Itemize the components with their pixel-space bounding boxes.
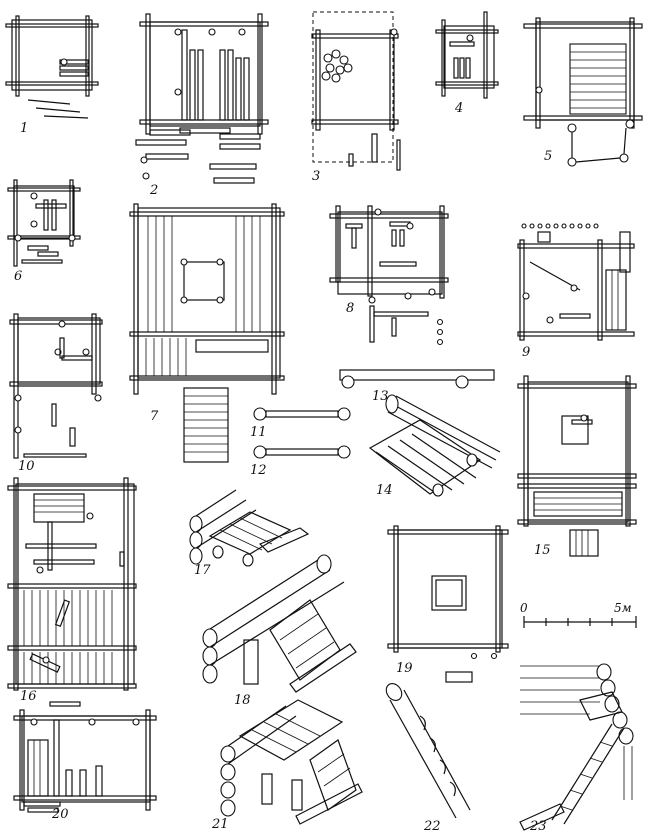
figure-22-ladder-log bbox=[385, 683, 471, 819]
figure-label-21: 21 bbox=[211, 817, 229, 832]
figure-1-plan bbox=[5, 15, 99, 119]
figure-label-7: 7 bbox=[150, 409, 159, 424]
figure-labels: 1 2 3 4 5 6 7 8 9 10 11 12 13 14 15 16 1… bbox=[14, 101, 552, 834]
figure-label-3: 3 bbox=[312, 169, 320, 184]
figure-17-perspective bbox=[189, 489, 310, 567]
figure-14-perspective bbox=[368, 394, 501, 497]
figure-label-10: 10 bbox=[18, 459, 35, 474]
scale-start-label: 0 bbox=[520, 601, 528, 615]
figure-18-perspective bbox=[202, 554, 357, 693]
figure-label-22: 22 bbox=[423, 819, 441, 834]
figure-10-plan bbox=[9, 313, 103, 459]
figure-label-16: 16 bbox=[20, 689, 37, 704]
figure-6-plan bbox=[7, 179, 81, 267]
figure-label-6: 6 bbox=[14, 269, 22, 284]
figure-label-14: 14 bbox=[376, 483, 393, 498]
figure-16-plan bbox=[7, 477, 137, 691]
figure-label-13: 13 bbox=[372, 389, 389, 404]
figure-label-20: 20 bbox=[51, 807, 69, 822]
scale-end-label: 5м bbox=[614, 601, 632, 615]
figure-20-plan bbox=[13, 701, 157, 813]
figure-11-log bbox=[253, 407, 351, 421]
figure-21-perspective bbox=[220, 699, 363, 825]
figure-label-2: 2 bbox=[149, 183, 158, 198]
figure-9-plan bbox=[517, 223, 635, 341]
figure-label-11: 11 bbox=[250, 425, 267, 440]
figure-4-plan bbox=[435, 11, 499, 99]
figure-8-plan bbox=[329, 205, 449, 346]
figure-12-log bbox=[253, 445, 351, 459]
figure-label-23: 23 bbox=[529, 819, 547, 834]
figure-label-12: 12 bbox=[250, 463, 267, 478]
figure-label-17: 17 bbox=[194, 563, 211, 578]
figure-23-perspective bbox=[519, 663, 634, 831]
figure-label-15: 15 bbox=[534, 543, 551, 558]
figure-7-plan bbox=[129, 203, 285, 463]
figure-label-8: 8 bbox=[346, 301, 354, 316]
figure-3-plan bbox=[311, 11, 401, 171]
figure-label-19: 19 bbox=[396, 661, 413, 676]
figure-label-18: 18 bbox=[234, 693, 251, 708]
figure-15-plan bbox=[517, 375, 637, 557]
scale-bar: 0 5м bbox=[520, 601, 637, 628]
figure-13-side bbox=[339, 369, 495, 389]
figure-label-5: 5 bbox=[544, 149, 552, 164]
figure-19-plan bbox=[387, 525, 509, 683]
figure-label-9: 9 bbox=[522, 345, 530, 360]
figure-label-1: 1 bbox=[20, 121, 28, 136]
figure-2-plan bbox=[135, 13, 269, 184]
figure-label-4: 4 bbox=[454, 101, 463, 116]
figure-5-plan bbox=[523, 17, 643, 167]
